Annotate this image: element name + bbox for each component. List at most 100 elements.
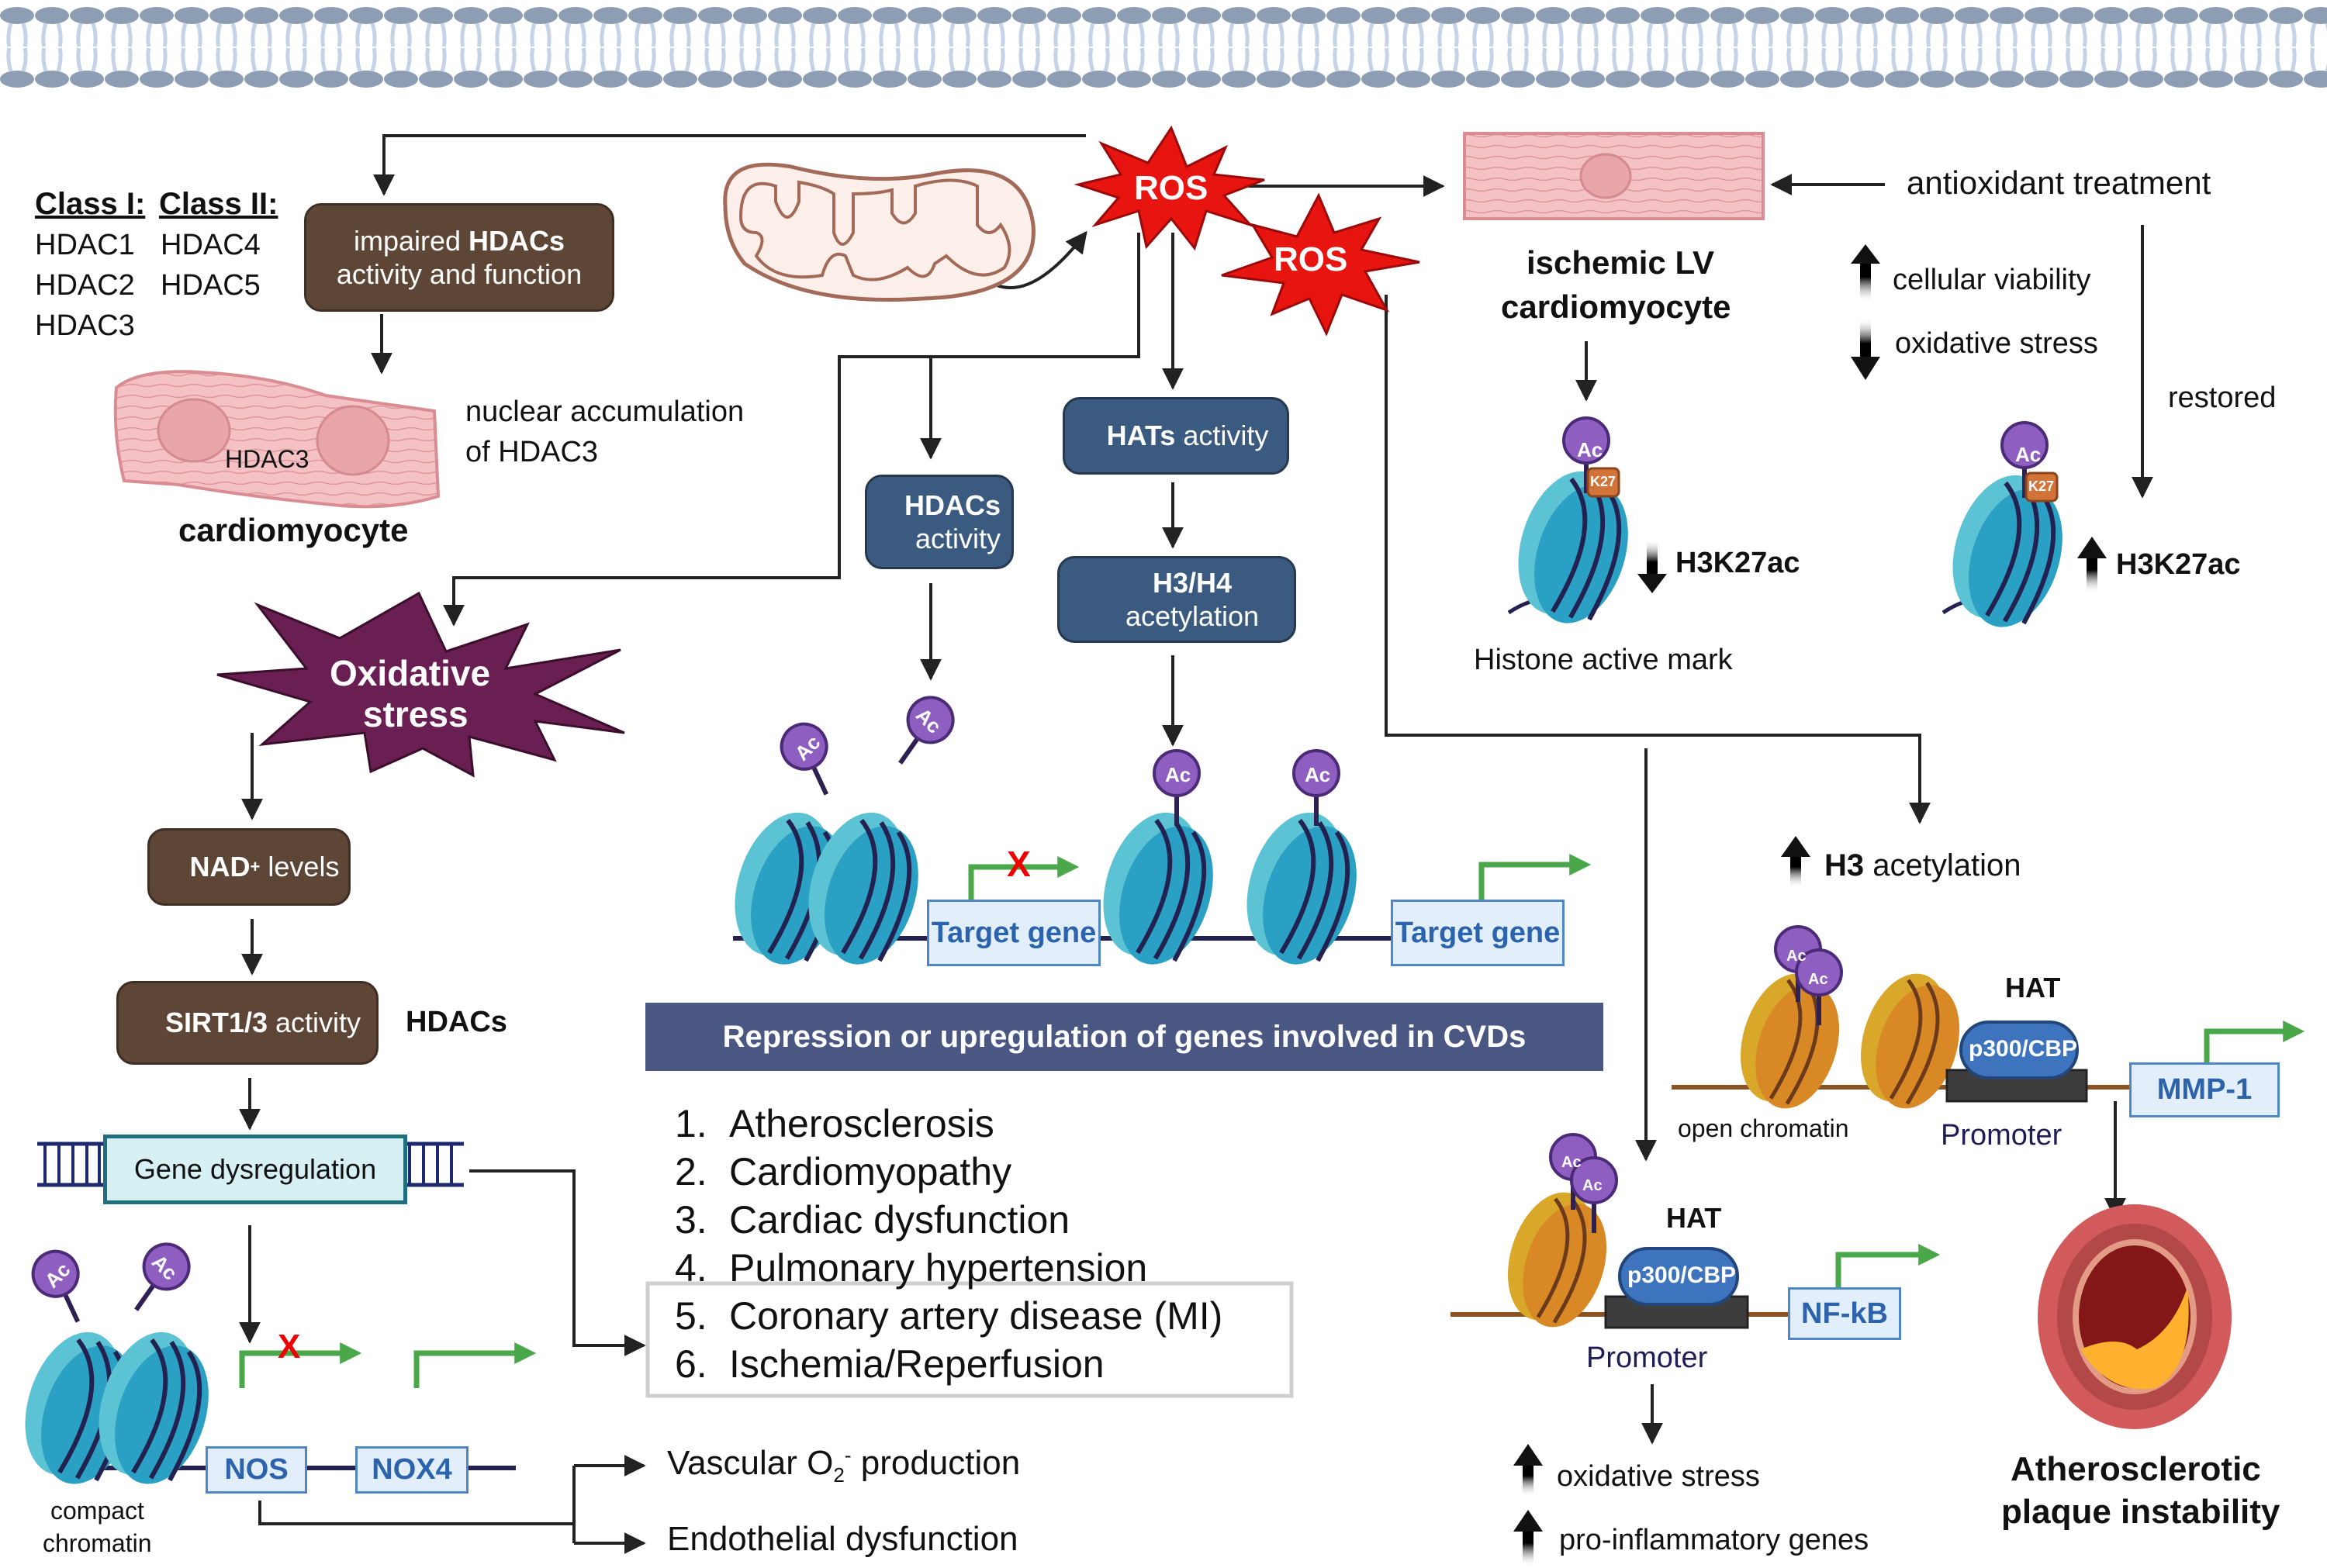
lipid-head: [349, 7, 383, 24]
lipid-head: [0, 7, 34, 24]
lipid-tail: [2115, 47, 2122, 72]
lipid-head: [1990, 7, 2024, 24]
oxidative-stress-decrease-label: oxidative stress: [1895, 327, 2098, 360]
lipid-tail: [1786, 47, 1793, 72]
lipid-tail: [1507, 47, 1514, 72]
lipid-tail: [1053, 47, 1060, 72]
lipid-head: [279, 71, 313, 88]
open-chromatin-label: open chromatin: [1678, 1114, 1849, 1142]
lipid-tail: [2220, 22, 2227, 47]
mitochondrion: [723, 162, 1036, 302]
lipid-tail: [2205, 22, 2212, 47]
target-gene-1-tss: [968, 856, 1080, 900]
lipid-head: [558, 7, 593, 24]
arrow-ros-to-impaired-hdacs: [373, 134, 1086, 196]
lipid-tail: [579, 47, 586, 72]
lipid-tail: [824, 47, 831, 72]
lipid-head: [1152, 71, 1186, 88]
ros-burst-2: [1221, 192, 1420, 337]
lipid-tail: [998, 47, 1005, 72]
lipid-tail: [1312, 22, 1319, 47]
vascular-o2-production: Vascular O2- production: [667, 1443, 1020, 1487]
lipid-tail: [21, 22, 28, 47]
lipid-tail: [195, 47, 202, 72]
lipid-tail: [335, 22, 342, 47]
lipid-head: [524, 7, 558, 24]
lipid-tail: [1103, 47, 1110, 72]
promoter-label-lower: Promoter: [1586, 1342, 1708, 1374]
lipid-tail: [1856, 47, 1863, 72]
lipid-tail: [2135, 47, 2142, 72]
lipid-tail: [6, 47, 13, 72]
lipid-tail: [1821, 47, 1828, 72]
lipid-head: [2164, 71, 2198, 88]
lipid-tail: [1682, 22, 1689, 47]
lipid-head: [1082, 7, 1116, 24]
lipid-head: [768, 7, 802, 24]
lipid-tail: [1696, 22, 1703, 47]
lipid-tail: [1018, 22, 1025, 47]
lipid-tail: [1592, 22, 1599, 47]
lipid-head: [384, 7, 418, 24]
lipid-tail: [1368, 47, 1374, 72]
compact-chromatin-line1: compact: [50, 1497, 144, 1525]
lipid-head: [1396, 71, 1430, 88]
hdacs-activity-box: HDACs activity: [865, 475, 1014, 569]
lipid-head: [698, 7, 732, 24]
cellular-viability-label: cellular viability: [1893, 264, 2091, 296]
lipid-head: [1222, 7, 1256, 24]
sirt-bold: SIRT1/3: [164, 1007, 268, 1039]
lipid-tail: [1661, 47, 1668, 72]
lipid-tail: [1976, 47, 1983, 72]
lipid-tail: [181, 47, 188, 72]
lipid-tail: [1088, 22, 1095, 47]
nuclear-accumulation-line2: of HDAC3: [465, 436, 599, 468]
lipid-head: [1675, 71, 1710, 88]
lipid-head: [1780, 7, 1814, 24]
lipid-tail: [2240, 47, 2247, 72]
lipid-tail: [1891, 47, 1898, 72]
lipid-head: [1361, 71, 1395, 88]
lipid-tail: [1382, 22, 1389, 47]
cvd-list-item: 1.Atherosclerosis: [675, 1102, 994, 1145]
lipid-tail: [56, 47, 63, 72]
lipid-tail: [285, 22, 292, 47]
lipid-tail: [1906, 47, 1913, 72]
lipid-head: [105, 7, 139, 24]
lipid-tail: [2290, 47, 2297, 72]
target-gene-2-tss: [1478, 854, 1592, 900]
lipid-head: [1536, 71, 1570, 88]
lipid-head: [593, 71, 628, 88]
lipid-head: [489, 71, 523, 88]
lipid-tail: [510, 47, 517, 72]
lipid-tail: [91, 22, 98, 47]
lipid-tail: [1278, 22, 1285, 47]
lipid-tail: [1542, 47, 1549, 72]
ac-label: Ac: [1165, 763, 1191, 786]
lipid-tail: [704, 47, 711, 72]
lipid-head: [279, 7, 313, 24]
lipid-tail: [2290, 22, 2297, 47]
lipid-tail: [844, 47, 851, 72]
lipid-tail: [1228, 47, 1235, 72]
lipid-tail: [1347, 47, 1354, 72]
lipid-tail: [1821, 22, 1828, 47]
lipid-head: [1606, 71, 1640, 88]
lipid-tail: [1766, 22, 1773, 47]
lipid-tail: [1368, 22, 1374, 47]
lipid-tail: [928, 47, 935, 72]
lipid-tail: [1018, 47, 1025, 72]
lipid-tail: [370, 47, 377, 72]
lipid-tail: [2185, 22, 2192, 47]
lipid-tail: [111, 22, 118, 47]
lipid-head: [1885, 7, 1919, 24]
lipid-head: [35, 71, 69, 88]
lipid-tail: [41, 22, 48, 47]
lipid-tail: [1906, 22, 1913, 47]
lipid-head: [1082, 71, 1116, 88]
sirt-text: activity: [268, 1007, 361, 1039]
lipid-head: [419, 71, 453, 88]
lipid-head: [1012, 71, 1046, 88]
lipid-tail: [440, 47, 447, 72]
lipid-tail: [1173, 22, 1180, 47]
